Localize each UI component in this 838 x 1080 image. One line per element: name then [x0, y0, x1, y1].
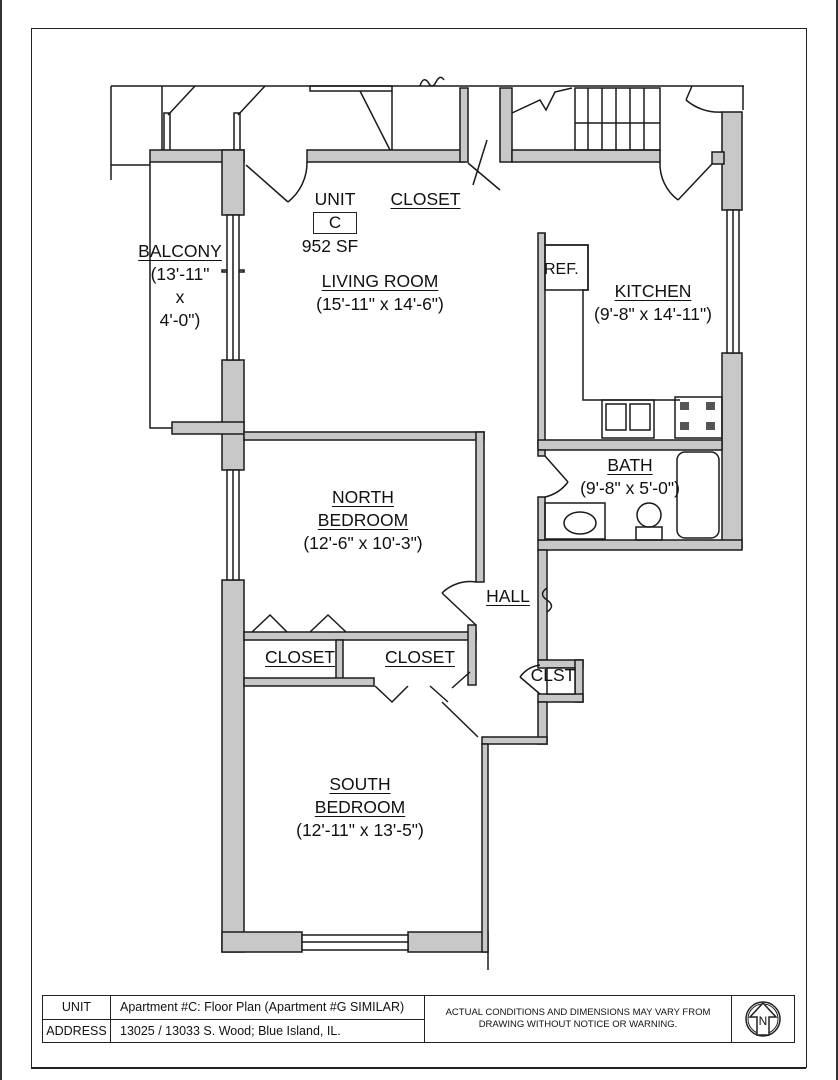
title-block-address-row: ADDRESS 13025 / 13033 S. Wood; Blue Isla…	[43, 1018, 424, 1042]
title-block: UNIT Apartment #C: Floor Plan (Apartment…	[42, 995, 795, 1043]
wall-left-lower	[221, 579, 245, 953]
unit-letter-box: C	[313, 212, 357, 234]
wall-right-upper	[721, 111, 743, 211]
wall-kitchen-bath	[537, 439, 723, 451]
door-living-left	[245, 164, 289, 203]
wall-top-right	[511, 149, 661, 163]
door-north-bedroom	[441, 592, 477, 626]
door-closet-south-1	[374, 685, 409, 704]
door-clst	[519, 676, 541, 695]
balcony-outline	[149, 162, 172, 429]
room-label-closet-north-2: CLOSET	[384, 647, 456, 667]
bath-vanity	[544, 502, 606, 540]
stove	[674, 396, 723, 439]
bathtub	[676, 451, 720, 539]
disclaimer-line-1: ACTUAL CONDITIONS AND DIMENSIONS MAY VAR…	[445, 1007, 711, 1018]
unit-label-block: UNIT C	[300, 188, 370, 234]
bath-sink	[563, 511, 597, 535]
unit-area: 952 SF	[301, 236, 359, 256]
disclaimer-line-2: DRAWING WITHOUT NOTICE OR WARNING.	[478, 1019, 678, 1030]
north-label: N	[759, 1014, 768, 1028]
kitchen-sink	[601, 399, 655, 439]
wall-south-left	[221, 931, 303, 953]
address-value: 13025 / 13033 S. Wood; Blue Island, IL.	[120, 1023, 341, 1038]
sheet-bottom-border	[31, 1067, 806, 1069]
unit-key: UNIT	[43, 996, 111, 1019]
room-label-living-room: LIVING ROOM (15'-11" x 14'-6")	[316, 271, 444, 314]
drawing-sheet-border	[31, 28, 807, 1068]
room-label-north-bedroom: NORTH BEDROOM (12'-6" x 10'-3")	[303, 487, 423, 553]
unit-value: Apartment #C: Floor Plan (Apartment #G S…	[120, 1000, 405, 1015]
room-label-kitchen: KITCHEN (9'-8" x 14'-11")	[594, 281, 712, 324]
hall-niche	[541, 587, 553, 613]
room-label-balcony: BALCONY (13'-11" x 4'-0")	[138, 241, 222, 330]
unit-label: UNIT	[314, 189, 356, 209]
door-kitchen-entry	[677, 163, 713, 201]
room-label-bath: BATH (9'-8" x 5'-0")	[580, 455, 680, 498]
room-label-hall: HALL	[486, 586, 530, 606]
door-closet-north-2	[309, 613, 347, 633]
room-label-closet-north-1: CLOSET	[264, 647, 336, 667]
stairs	[574, 87, 661, 151]
wall-left-upper	[221, 149, 245, 216]
title-block-unit-row: UNIT Apartment #C: Floor Plan (Apartment…	[43, 996, 424, 1019]
label-ref: REF.	[544, 261, 579, 278]
title-block-info: UNIT Apartment #C: Floor Plan (Apartment…	[43, 996, 425, 1042]
wall-south-right	[407, 931, 489, 953]
page-edge-right	[836, 0, 838, 1080]
refrigerator	[544, 244, 589, 291]
page-edge-left	[0, 0, 2, 1080]
wall-bath-bottom	[537, 539, 743, 551]
wall-hall-east	[537, 549, 548, 661]
toilet	[636, 502, 662, 528]
disclaimer-note: ACTUAL CONDITIONS AND DIMENSIONS MAY VAR…	[425, 996, 732, 1042]
wall-north-bedroom-top	[243, 431, 485, 441]
wall-right-lower	[721, 352, 743, 549]
address-key: ADDRESS	[43, 1019, 111, 1042]
wall-top-middle	[306, 149, 465, 163]
wall-closets-top	[243, 631, 477, 641]
room-label-clst: CLST	[530, 665, 576, 685]
door-closet-north-1	[251, 613, 288, 633]
wall-closets-bottom	[243, 677, 375, 687]
door-bath	[544, 455, 569, 483]
wall-left-middle	[221, 359, 245, 471]
room-label-closet-entry: CLOSET	[390, 189, 461, 209]
room-label-south-bedroom: SOUTH BEDROOM (12'-11" x 13'-5")	[296, 774, 424, 840]
north-arrow-icon: N	[732, 996, 794, 1042]
door-south-bedroom	[441, 701, 479, 738]
